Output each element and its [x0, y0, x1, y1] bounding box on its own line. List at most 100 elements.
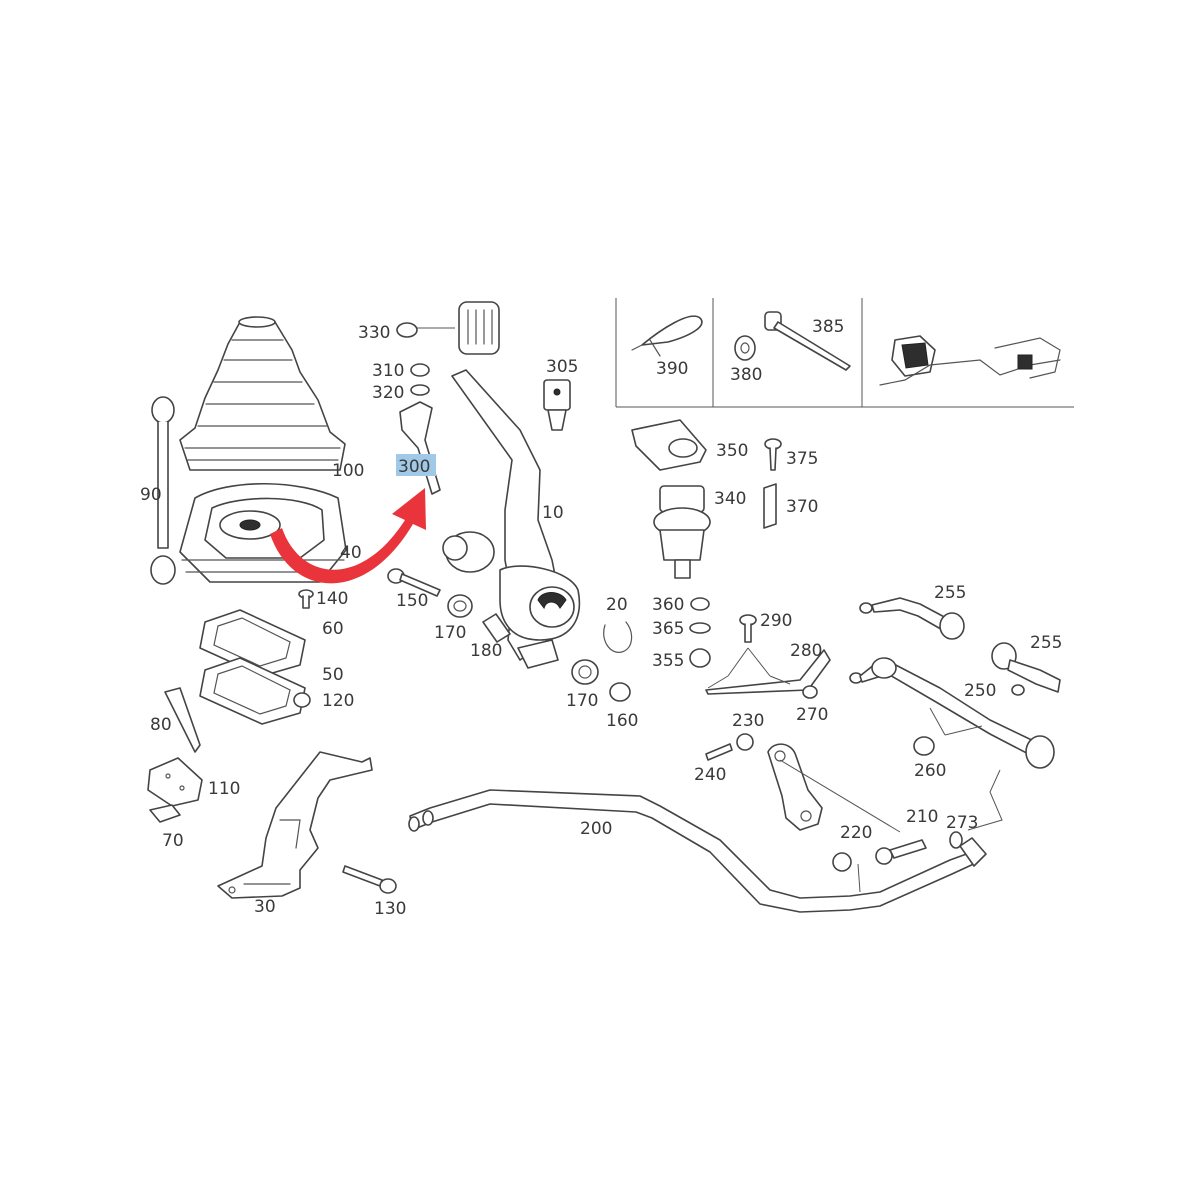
pin-240-icon — [705, 743, 733, 761]
label-350: 350 — [716, 441, 748, 461]
grommet-icon — [734, 335, 756, 361]
label-60: 60 — [322, 619, 344, 639]
plate-350-icon — [631, 419, 707, 471]
arm-icon — [767, 743, 823, 831]
label-305: 305 — [546, 357, 578, 377]
boot-frame-icon — [179, 482, 347, 583]
label-180: 180 — [470, 641, 502, 661]
nut-355-icon — [689, 648, 711, 668]
label-385: 385 — [812, 317, 844, 337]
red-arrow-icon — [270, 488, 426, 584]
label-140: 140 — [316, 589, 348, 609]
switch-305-icon — [543, 379, 571, 431]
label-80: 80 — [150, 715, 172, 735]
washer-365-icon — [689, 622, 711, 634]
label-210: 210 — [906, 807, 938, 827]
selector-340-icon — [653, 485, 711, 579]
nut-310-icon — [410, 363, 430, 377]
label-375: 375 — [786, 449, 818, 469]
label-390: 390 — [656, 359, 688, 379]
label-320: 320 — [372, 383, 404, 403]
label-355: 355 — [652, 651, 684, 671]
label-70: 70 — [162, 831, 184, 851]
shift-lever-10-icon — [451, 369, 581, 669]
label-40: 40 — [340, 543, 362, 563]
sleeve-180-icon — [482, 613, 511, 643]
washer-273-icon — [949, 831, 963, 849]
pin-80-icon — [164, 687, 201, 753]
label-330: 330 — [358, 323, 390, 343]
label-160: 160 — [606, 711, 638, 731]
label-300: 300 — [398, 457, 430, 477]
bolt-210-icon — [875, 839, 927, 865]
bracket-110-icon — [147, 757, 203, 807]
label-365: 365 — [652, 619, 684, 639]
label-10: 10 — [542, 503, 564, 523]
label-255a: 255 — [934, 583, 966, 603]
label-380: 380 — [730, 365, 762, 385]
bushing-230-icon — [736, 733, 754, 751]
linkage-rod-250-icon — [849, 657, 1055, 769]
label-20: 20 — [606, 595, 628, 615]
label-240: 240 — [694, 765, 726, 785]
part-300-highlight — [396, 454, 436, 476]
bolt-150-icon — [387, 568, 441, 597]
label-280: 280 — [790, 641, 822, 661]
label-370: 370 — [786, 497, 818, 517]
bushing-170b-icon — [571, 659, 599, 685]
label-170b: 170 — [566, 691, 598, 711]
label-255b: 255 — [1030, 633, 1062, 653]
label-30: 30 — [254, 897, 276, 917]
label-260: 260 — [914, 761, 946, 781]
wiring-harness-icon — [879, 335, 1061, 386]
circlip-20-icon — [603, 621, 633, 653]
bracket-370-icon — [763, 483, 777, 529]
spring-360-icon — [690, 597, 710, 611]
clip-70-icon — [149, 804, 181, 823]
label-150: 150 — [396, 591, 428, 611]
bracket-280-icon — [705, 647, 831, 695]
label-360: 360 — [652, 595, 684, 615]
label-250: 250 — [964, 681, 996, 701]
label-290: 290 — [760, 611, 792, 631]
label-220: 220 — [840, 823, 872, 843]
rod-end-255a-icon — [859, 597, 965, 640]
label-270: 270 — [796, 705, 828, 725]
gasket-upper-icon — [199, 609, 306, 677]
screw-375-icon — [764, 438, 782, 471]
nut-220-icon — [832, 852, 852, 872]
rod-end-255b-icon — [991, 642, 1061, 696]
nut-260-icon — [913, 736, 935, 756]
label-120: 120 — [322, 691, 354, 711]
cap-330-icon — [396, 301, 500, 355]
shift-boot-icon — [179, 316, 346, 471]
screw-140-icon — [298, 589, 314, 609]
bolt-290-icon — [739, 614, 757, 643]
label-50: 50 — [322, 665, 344, 685]
pin-300-icon — [399, 401, 441, 495]
label-130: 130 — [374, 899, 406, 919]
bushing-icon — [442, 531, 495, 573]
label-170a: 170 — [434, 623, 466, 643]
label-100: 100 — [332, 461, 364, 481]
label-200: 200 — [580, 819, 612, 839]
leader-lines — [707, 675, 1003, 833]
gasket-lower-icon — [199, 657, 306, 725]
label-90: 90 — [140, 485, 162, 505]
label-340: 340 — [714, 489, 746, 509]
cable-tie-icon — [764, 311, 851, 371]
label-110: 110 — [208, 779, 240, 799]
label-230: 230 — [732, 711, 764, 731]
bolt-130-icon — [342, 865, 397, 894]
inset-panel — [615, 298, 1074, 408]
nut-270-icon — [802, 685, 818, 699]
rod-200-icon — [408, 789, 987, 913]
nut-120-icon — [293, 692, 311, 708]
label-310: 310 — [372, 361, 404, 381]
lever-bracket-30-icon — [217, 751, 373, 899]
cable-clip-icon — [631, 315, 703, 357]
hook-icon — [150, 396, 176, 585]
washer-320-icon — [410, 384, 430, 396]
part-labels: 330 310 320 300 305 10 390 385 380 350 3… — [140, 317, 1062, 919]
